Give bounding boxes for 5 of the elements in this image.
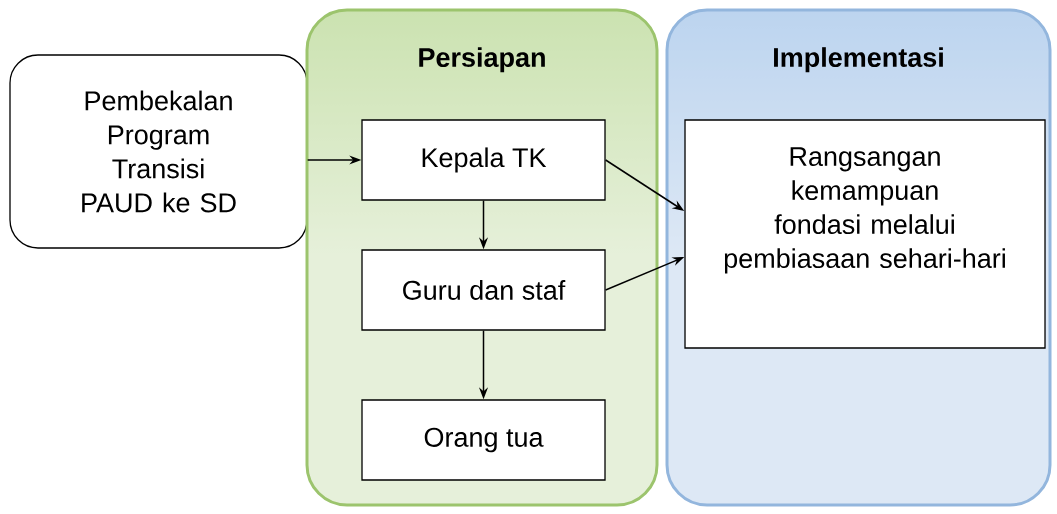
process-box: Kepala TK [361, 119, 606, 201]
process-box: Orang tua [361, 399, 606, 481]
process-box: Rangsangan kemampuan fondasi melalui pembiasaan sehari-hari [684, 119, 1046, 349]
process-box: Guru dan staf [361, 249, 606, 331]
rounded-box: Pembekalan Program Transisi PAUD ke SD [9, 54, 308, 249]
